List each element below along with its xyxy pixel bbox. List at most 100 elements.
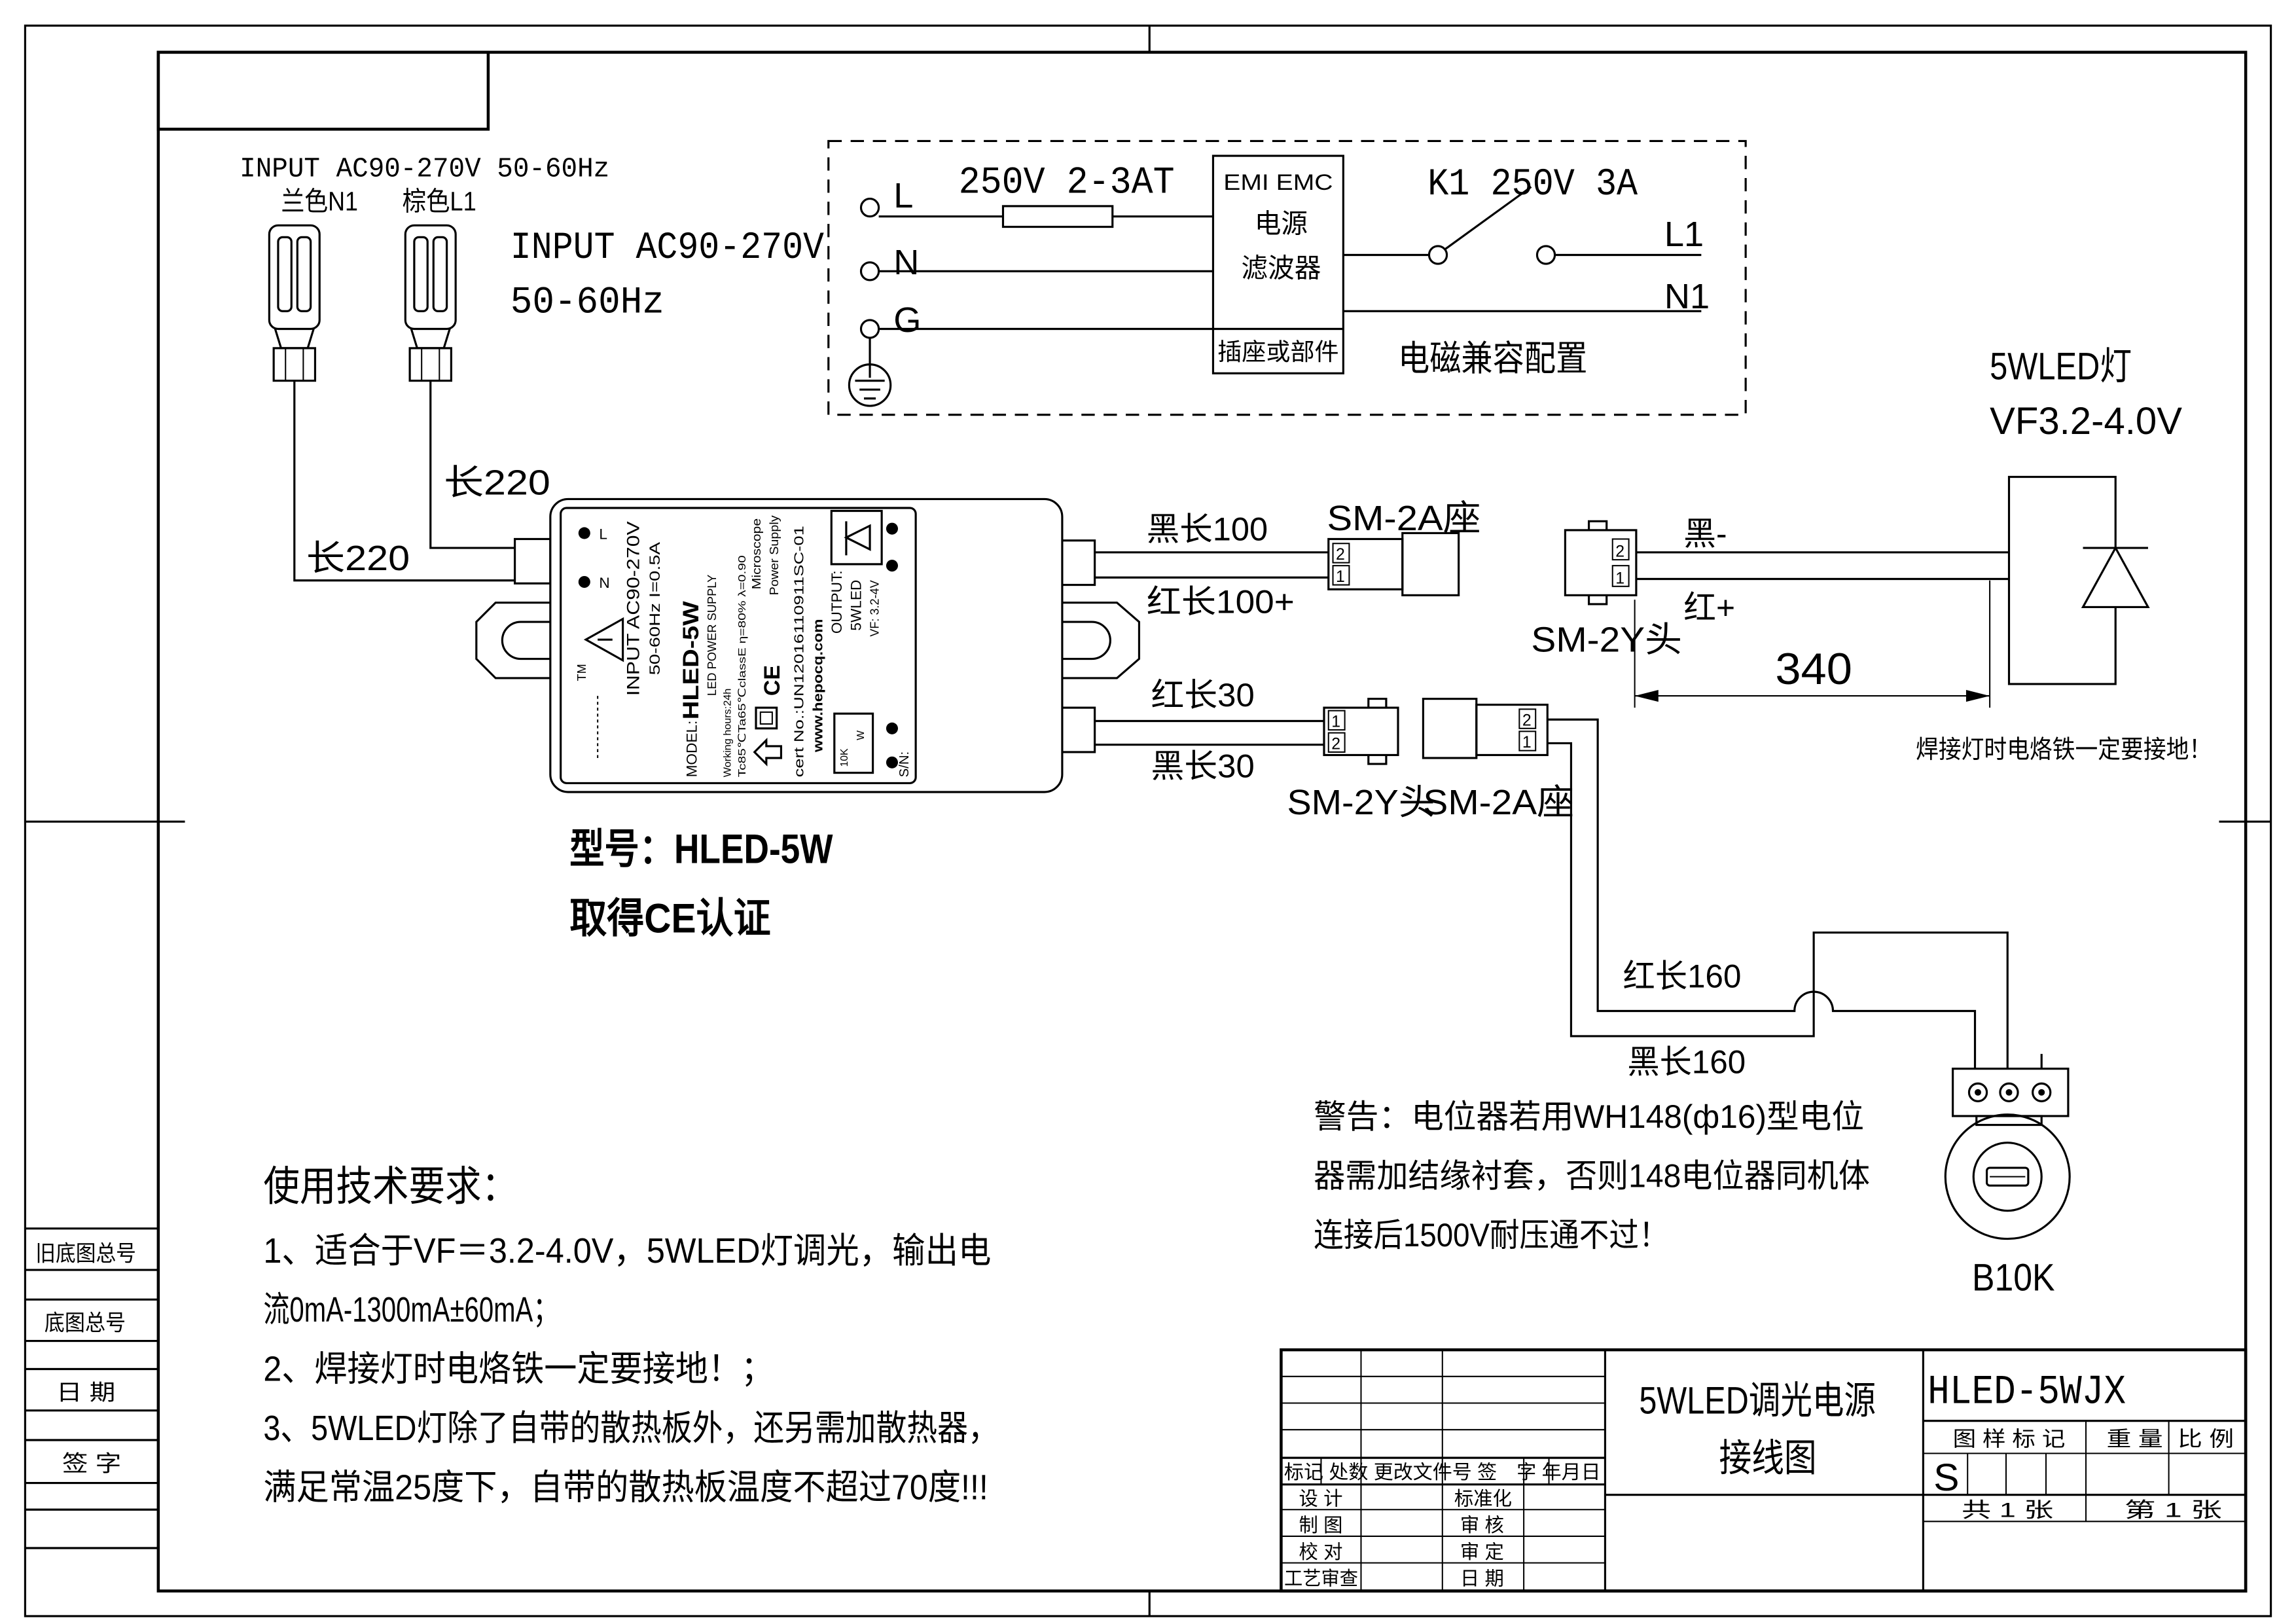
red-160-label: 红长160 — [1623, 958, 1742, 994]
input-spec-line1: INPUT AC90-270V — [511, 226, 824, 270]
pin-label: 1 — [1331, 713, 1340, 731]
input-plugs: INPUT AC90-270V 50-60Hz 兰色N1 棕色L1 长220 长… — [240, 153, 609, 582]
pin-label: 2 — [1331, 734, 1340, 753]
blue-plug — [268, 224, 515, 582]
emc-L1: L1 — [1664, 215, 1704, 254]
drawing-frame — [24, 24, 2272, 1617]
brown-plug — [404, 224, 515, 549]
requirement-line: 满足常温25度下，自带的散热板温度不超过70度!!! — [263, 1468, 988, 1507]
emc-caption: 电磁兼容配置 — [1398, 339, 1587, 378]
psu-input: INPUT AC90-270V — [622, 521, 643, 696]
sm2a-connector-upper: 2 1 — [1327, 532, 1460, 596]
red-30-label: 红长30 — [1151, 677, 1255, 713]
wire-length-lower: 长220 — [306, 539, 410, 578]
psu-term-N: N — [599, 575, 609, 591]
emc-N1: N1 — [1664, 277, 1710, 316]
input-plugs-title: INPUT AC90-270V 50-60Hz — [240, 153, 609, 185]
requirement-line: 3、5WLED灯除了自带的散热板外，还另需加散热器， — [263, 1409, 998, 1448]
old-base-number-label: 旧底图总号 — [35, 1242, 136, 1267]
emc-N: N — [893, 243, 919, 282]
fuse-label: 250V 2-3AT — [959, 161, 1175, 205]
arrow-icon — [753, 738, 783, 767]
sm2y-right-label: SM-2Y头 — [1531, 620, 1682, 659]
black-100-label: 黑长100 — [1147, 511, 1268, 548]
filter-mid2-label: 滤波器 — [1241, 253, 1321, 283]
ground-icon — [848, 338, 892, 407]
fuse — [1001, 205, 1114, 228]
check-label: 校 对 — [1299, 1542, 1343, 1563]
warning-triangle-icon — [583, 617, 624, 662]
emc-G: G — [893, 300, 921, 340]
psu-output-led: 5WLED — [848, 580, 865, 631]
black-30-label: 黑长30 — [1151, 748, 1255, 784]
red-100-label: 红长100+ — [1147, 583, 1295, 620]
requirements-title: 使用技术要求： — [263, 1164, 518, 1210]
pin-label: 1 — [1615, 569, 1624, 587]
sm2y-connector-lower: 1 2 — [1323, 698, 1399, 765]
potentiometer-label: B10K — [1972, 1257, 2055, 1299]
pin-label: 2 — [1522, 711, 1532, 729]
psu-pot-w: W — [855, 731, 867, 740]
requirement-line: 流0mA-1300mA±60mA； — [263, 1290, 559, 1329]
drawing-number: HLED-5WJX — [1928, 1369, 2126, 1416]
psu-sn: S/N: — [897, 751, 912, 778]
psu-model: HLED-5W — [679, 601, 704, 719]
wire-length-upper: 长220 — [444, 463, 550, 503]
ce-mark: CE — [760, 665, 785, 696]
warning-line: 器需加结缘衬套，否则148电位器同机体 — [1314, 1157, 1870, 1194]
emc-L: L — [893, 176, 913, 215]
sm2a-connector-lower: 2 1 — [1422, 698, 1549, 759]
filter-top-label: EMI EMC — [1223, 170, 1333, 195]
switch-label: K1 250V 3A — [1427, 162, 1638, 206]
approve-label: 审 定 — [1460, 1542, 1504, 1563]
power-supply: L N TM INPUT AC90-270V 50-60Hz I=0.5A MO… — [475, 497, 1141, 793]
psu-web: www.hepocq.com — [812, 619, 826, 753]
review-label: 审 核 — [1460, 1515, 1504, 1536]
led-vf: VF3.2-4.0V — [1990, 400, 2182, 442]
psu-output: OUTPUT: — [829, 570, 845, 634]
revision-header: 标记 处数 更改文件号 签 字 年月日 — [1284, 1462, 1601, 1483]
psu-term-L: L — [599, 526, 607, 542]
psu-hours: Working hours:24h — [723, 689, 734, 778]
black-160-label: 黑长160 — [1627, 1043, 1746, 1080]
model-line1: 型号：HLED-5W — [569, 826, 833, 872]
design-label: 设 计 — [1299, 1488, 1343, 1509]
requirement-line: 1、适合于VF＝3.2-4.0V，5WLED灯调光，输出电 — [263, 1231, 991, 1271]
sm2y-lower-label: SM-2Y头 — [1287, 783, 1435, 822]
model-line2: 取得CE认证 — [569, 896, 770, 942]
emc-configuration: L N G 250V 2-3AT EMI EMC 电源 滤波器 插座或部件 K1… — [827, 139, 1747, 416]
pin-label: 2 — [1336, 545, 1345, 564]
warning-note: 警告：电位器若用WH148(ф16)型电位 器需加结缘衬套，否则148电位器同机… — [1314, 1098, 1870, 1254]
psu-spec: Tc85℃Ta65℃classE η=80% λ=0.90 — [737, 555, 748, 777]
drawing-name-line2: 接线图 — [1719, 1437, 1816, 1479]
psu-brand2: Power Supply — [768, 515, 781, 595]
filter-bottom-label: 插座或部件 — [1217, 338, 1338, 365]
psu-pot-10k: 10K — [839, 748, 850, 767]
mark-label: 图 样 标 记 — [1953, 1427, 2066, 1451]
input-spec-line2: 50-60Hz — [511, 281, 664, 325]
psu-model-prefix: MODEL: — [684, 721, 700, 778]
led-lamp — [2007, 475, 2150, 685]
scale-label: 比 例 — [2178, 1427, 2234, 1451]
dimension-340: 340 — [1634, 580, 1991, 708]
potentiometer — [1944, 1054, 2071, 1240]
pin-label: 1 — [1336, 568, 1345, 586]
psu-output-vf: VF: 3.2-4V — [869, 580, 882, 636]
requirement-line: 2、焊接灯时电烙铁一定要接地！； — [263, 1350, 774, 1389]
title-block: 标记 处数 更改文件号 签 字 年月日 设 计 标准化 制 图 审 核 校 对 … — [1280, 1348, 2248, 1593]
draw-label: 制 图 — [1299, 1515, 1343, 1536]
process-label: 工艺审查 — [1284, 1568, 1358, 1590]
drawing-name-line1: 5WLED调光电源 — [1639, 1379, 1876, 1422]
sheet-number: 第 1 张 — [2125, 1498, 2222, 1522]
output-wiring: 黑长100 红长100+ 2 1 SM-2A座 红长30 黑长30 1 2 — [1094, 499, 2009, 1080]
psu-tm: TM — [575, 664, 588, 681]
warning-line: 警告：电位器若用WH148(ф16)型电位 — [1314, 1098, 1864, 1135]
warning-line: 连接后1500V耐压通不过！ — [1314, 1217, 1668, 1254]
weight-label: 重 量 — [2107, 1427, 2163, 1451]
sm2y-connector-right: 2 1 — [1564, 520, 1638, 605]
brown-wire-label: 棕色L1 — [403, 187, 476, 217]
solder-note: 焊接灯时电烙铁一定要接地！ — [1916, 736, 2212, 764]
filter-mid1-label: 电源 — [1255, 209, 1308, 239]
base-number-label: 底图总号 — [45, 1311, 126, 1336]
psu-brand1: Microscope — [750, 518, 763, 589]
